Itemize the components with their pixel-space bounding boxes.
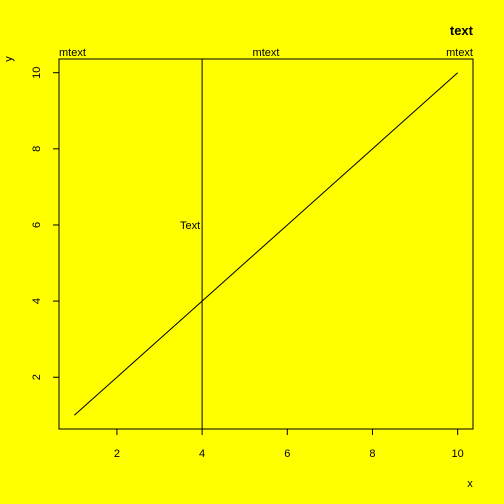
mtext-center: mtext bbox=[253, 47, 280, 59]
y-axis: 2 4 6 8 10 bbox=[31, 67, 60, 380]
y-tick-label: 4 bbox=[31, 298, 43, 304]
y-tick-label: 6 bbox=[31, 222, 43, 228]
x-tick-label: 8 bbox=[369, 448, 375, 460]
y-tick-label: 8 bbox=[31, 146, 43, 152]
series-line bbox=[73, 72, 459, 416]
x-tick-label: 2 bbox=[114, 448, 120, 460]
y-axis-title: y bbox=[3, 56, 15, 62]
y-tick-label: 2 bbox=[31, 374, 43, 380]
annotation-text: Text bbox=[180, 220, 200, 232]
x-tick-label: 6 bbox=[284, 448, 290, 460]
x-tick-label: 10 bbox=[452, 448, 464, 460]
x-axis: 2 4 6 8 10 bbox=[114, 428, 464, 460]
mtext-right: mtext bbox=[446, 47, 473, 59]
mtext-left: mtext bbox=[59, 47, 86, 59]
chart-title: text bbox=[450, 23, 474, 38]
x-axis-title: x bbox=[467, 478, 473, 490]
x-tick-label: 4 bbox=[199, 448, 205, 460]
y-tick-label: 10 bbox=[31, 67, 43, 79]
